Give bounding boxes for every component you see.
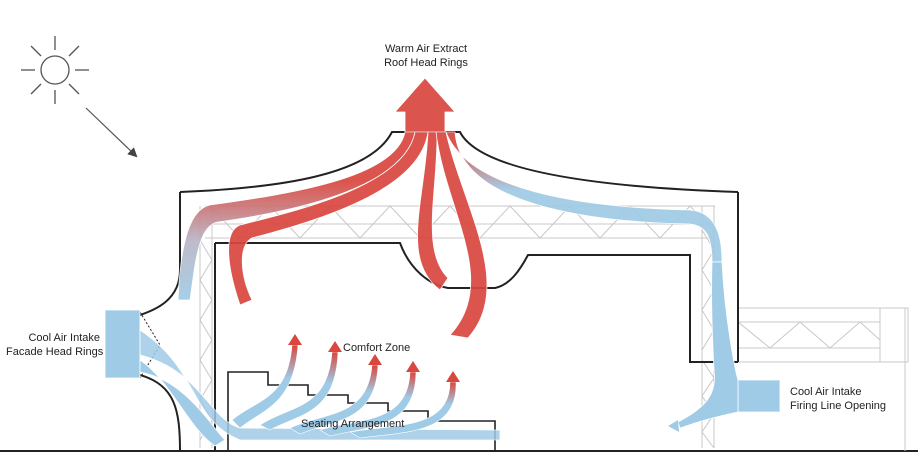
comfort-zone-label: Comfort Zone <box>343 342 411 354</box>
cool-firing-label: Cool Air Intake Firing Line Opening <box>790 385 886 413</box>
warm-extract-line-2: Roof Head Rings <box>384 57 468 69</box>
building-envelope <box>139 131 739 452</box>
cool-facade-label: Cool Air Intake Facade Head Rings <box>6 331 104 359</box>
cool-facade-line-1: Cool Air Intake <box>28 332 100 344</box>
plume-arrowheads <box>288 334 460 382</box>
warm-air-flows <box>177 77 723 339</box>
warm-extract-line-1: Warm Air Extract <box>384 43 468 55</box>
sun-icon <box>21 36 89 104</box>
sun-ray-arrow-icon <box>85 107 138 158</box>
seating-label: Seating Arrangement <box>301 418 405 430</box>
cool-firing-line-1: Cool Air Intake <box>790 386 862 398</box>
warm-extract-label: Warm Air Extract Roof Head Rings <box>368 42 484 70</box>
cool-firing-line-2: Firing Line Opening <box>790 400 887 412</box>
seating-plumes <box>231 344 457 439</box>
return-arrow-icon <box>668 420 679 432</box>
annex-truss <box>737 307 909 451</box>
cool-facade-line-2: Facade Head Rings <box>6 346 104 358</box>
cool-air-flows <box>104 261 781 447</box>
